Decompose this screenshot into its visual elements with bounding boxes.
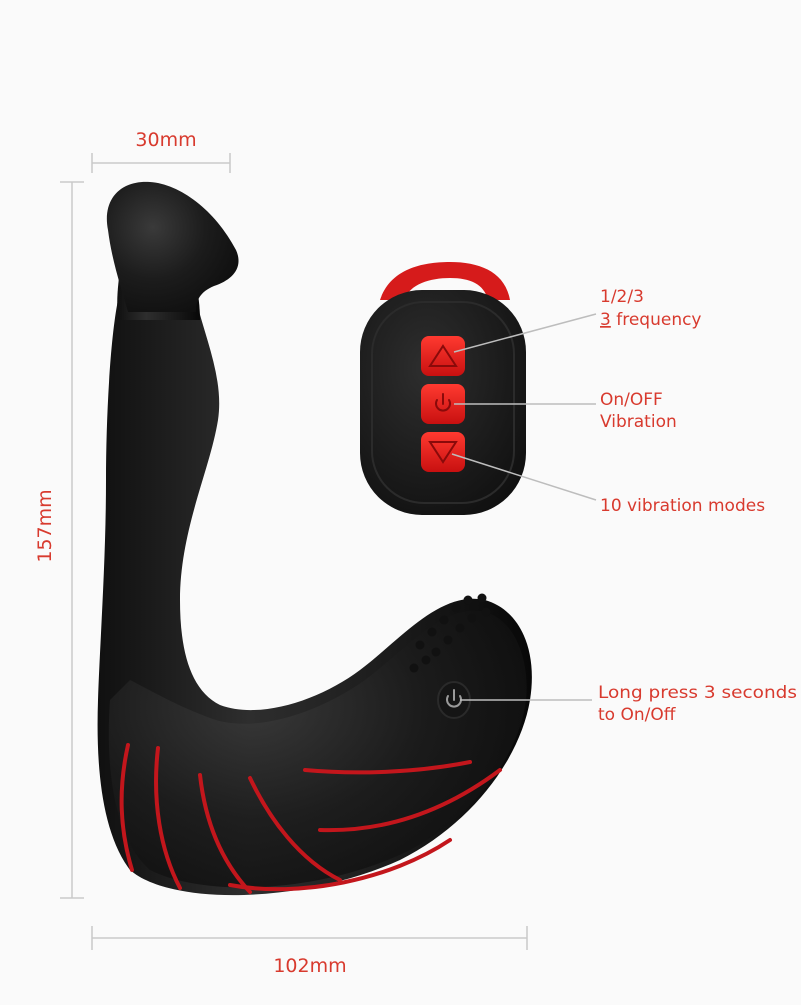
- triangle-down-icon: [428, 441, 458, 464]
- onoff-vibration-button[interactable]: [421, 384, 465, 424]
- callout-frequency-line2: 3 frequency: [600, 310, 702, 330]
- callout-frequency: 1/2/3 3 frequency: [600, 287, 702, 330]
- callout-longpress-line2: to On/Off: [598, 705, 677, 725]
- callout-frequency-rest: frequency: [611, 310, 702, 330]
- callout-longpress-line1: Long press 3 seconds: [598, 683, 797, 703]
- triangle-up-icon: [428, 344, 458, 367]
- power-icon: [435, 393, 451, 412]
- dimension-top-width: 30mm: [91, 129, 231, 173]
- frequency-up-button[interactable]: [421, 336, 465, 376]
- body-power-button[interactable]: [437, 681, 471, 719]
- red-stripes: [119, 743, 502, 894]
- callout-longpress: Long press 3 seconds to On/Off: [598, 683, 797, 725]
- textured-nubs: [409, 593, 491, 673]
- callout-onoff-line2: Vibration: [600, 412, 677, 432]
- dimension-bottom-width: 102mm: [91, 926, 528, 977]
- dimension-height-label: 157mm: [34, 489, 56, 562]
- remote-loop: [380, 262, 510, 300]
- callout-frequency-digit: 3: [600, 310, 611, 330]
- remote-control: [360, 262, 526, 515]
- callout-frequency-line1: 1/2/3: [600, 287, 644, 307]
- callout-modes: 10 vibration modes: [600, 496, 765, 516]
- callout-onoff: On/OFF Vibration: [600, 390, 677, 432]
- product-body: [97, 181, 532, 896]
- vibration-modes-button[interactable]: [421, 432, 465, 472]
- callout-modes-line1: 10 vibration modes: [600, 496, 765, 516]
- dimension-height: 157mm: [34, 181, 84, 899]
- callout-onoff-line1: On/OFF: [600, 390, 663, 410]
- dimension-top-width-label: 30mm: [135, 129, 196, 151]
- callout-lines: [451, 313, 597, 701]
- dimension-bottom-width-label: 102mm: [273, 955, 346, 977]
